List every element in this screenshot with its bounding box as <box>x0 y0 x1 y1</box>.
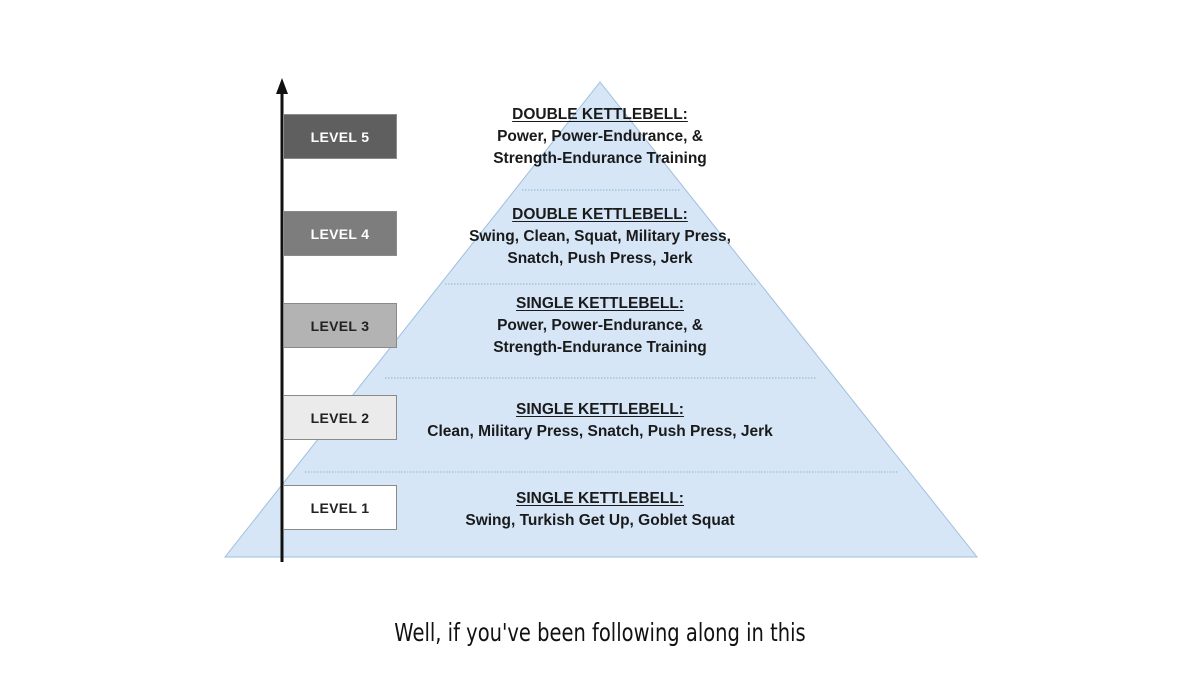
subtitle-caption: Well, if you've been following along in … <box>394 618 806 647</box>
tier-2-text: SINGLE KETTLEBELL: Clean, Military Press… <box>300 399 900 443</box>
level-3-label: LEVEL 3 <box>310 317 370 334</box>
level-1-box: LEVEL 1 <box>283 485 397 530</box>
tier-3-line-2: Strength-Endurance Training <box>493 339 707 356</box>
tier-4-line-1: Swing, Clean, Squat, Military Press, <box>469 228 731 245</box>
tier-4-heading: DOUBLE KETTLEBELL: <box>512 206 688 223</box>
tier-3-text: SINGLE KETTLEBELL: Power, Power-Enduranc… <box>300 293 900 359</box>
tier-1-line-1: Swing, Turkish Get Up, Goblet Squat <box>465 512 735 529</box>
level-3-box: LEVEL 3 <box>283 303 397 348</box>
tier-5-text: DOUBLE KETTLEBELL: Power, Power-Enduranc… <box>300 104 900 170</box>
tier-5-line-1: Power, Power-Endurance, & <box>497 128 703 145</box>
tier-4-line-2: Snatch, Push Press, Jerk <box>507 250 693 267</box>
tier-1-text: SINGLE KETTLEBELL: Swing, Turkish Get Up… <box>300 488 900 532</box>
level-1-label: LEVEL 1 <box>310 499 370 516</box>
tier-3-heading: SINGLE KETTLEBELL: <box>516 295 684 312</box>
tier-5-line-2: Strength-Endurance Training <box>493 150 707 167</box>
tier-1-heading: SINGLE KETTLEBELL: <box>516 490 684 507</box>
tier-4-text: DOUBLE KETTLEBELL: Swing, Clean, Squat, … <box>300 204 900 270</box>
tier-3-line-1: Power, Power-Endurance, & <box>497 317 703 334</box>
pyramid-shape <box>223 81 979 558</box>
level-5-box: LEVEL 5 <box>283 114 397 159</box>
level-2-box: LEVEL 2 <box>283 395 397 440</box>
progression-axis-arrowhead <box>276 78 288 94</box>
tier-2-line-1: Clean, Military Press, Snatch, Push Pres… <box>427 423 773 440</box>
level-5-label: LEVEL 5 <box>310 128 370 145</box>
tier-5-heading: DOUBLE KETTLEBELL: <box>512 106 688 123</box>
tier-2-heading: SINGLE KETTLEBELL: <box>516 401 684 418</box>
level-2-label: LEVEL 2 <box>310 409 370 426</box>
level-4-box: LEVEL 4 <box>283 211 397 256</box>
level-4-label: LEVEL 4 <box>310 225 370 242</box>
